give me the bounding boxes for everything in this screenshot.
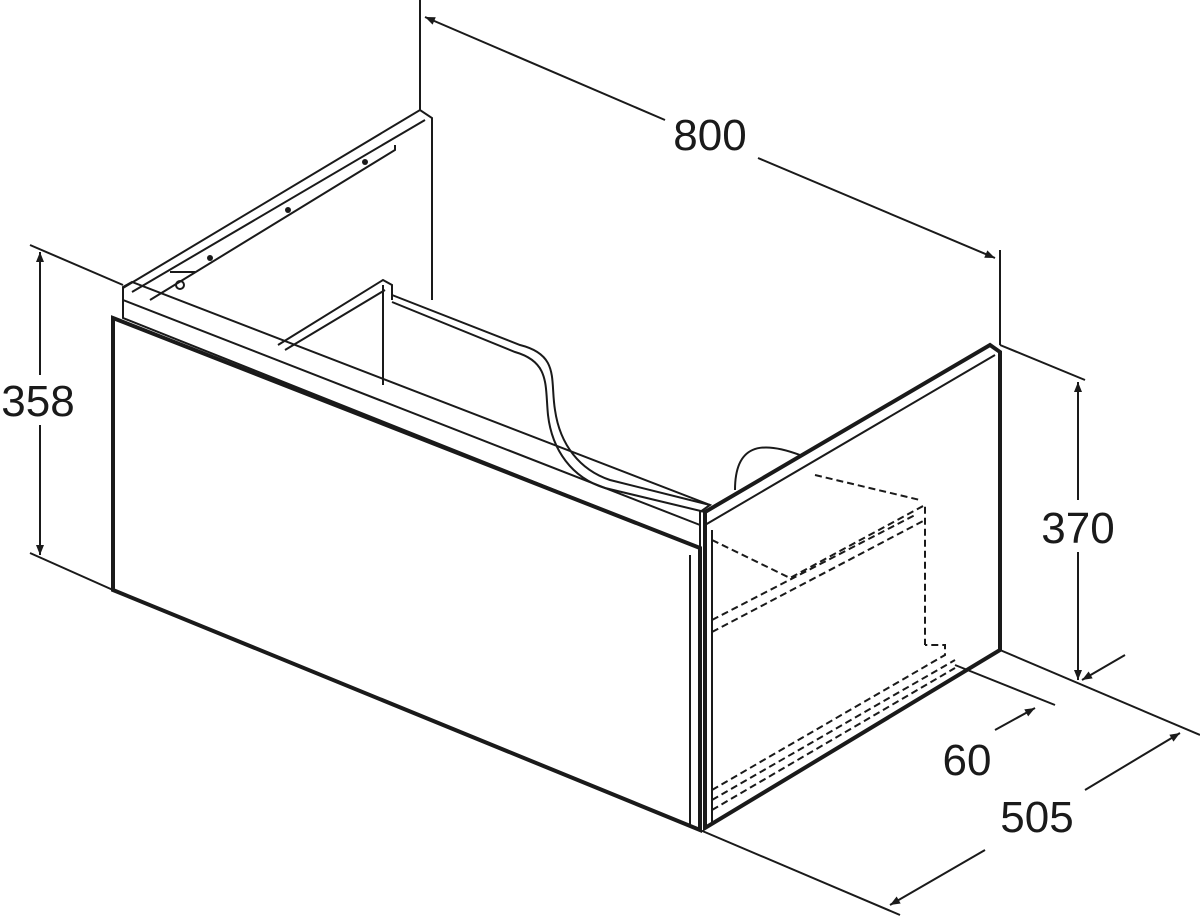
dimension-label-recess: 60 — [943, 736, 992, 785]
dimension-depth: 505 — [699, 732, 1181, 916]
dimension-height-right: 370 — [999, 344, 1115, 680]
hidden-drawer-outline — [711, 474, 956, 811]
dimension-label-height-right: 370 — [1041, 504, 1114, 553]
inner-drawer — [277, 278, 801, 513]
side-panel — [703, 342, 1002, 832]
dimension-label-depth: 505 — [1000, 793, 1073, 842]
dimension-height-left: 358 — [1, 244, 124, 591]
front-drawer — [111, 315, 702, 833]
dimension-recess: 60 — [943, 649, 1200, 785]
dimension-width: 800 — [419, 0, 1001, 345]
back-panel — [122, 108, 433, 301]
dimension-label-height-left: 358 — [1, 377, 74, 426]
top-rail — [122, 280, 713, 550]
dimension-label-width: 800 — [673, 111, 746, 160]
